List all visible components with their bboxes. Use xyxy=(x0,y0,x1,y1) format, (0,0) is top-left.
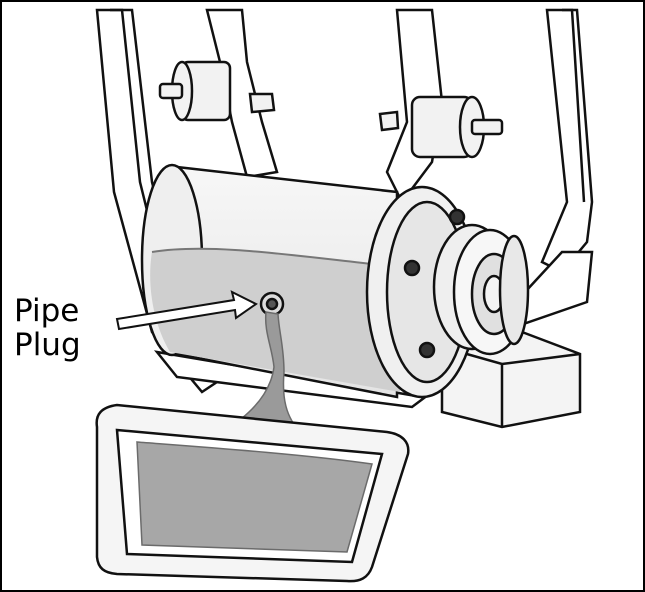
pipe-plug-label: Pipe Plug xyxy=(14,294,81,362)
callout-line-1: Pipe xyxy=(14,293,80,329)
pulley xyxy=(432,223,530,356)
callout-arrow xyxy=(115,290,258,331)
shaft-bosses xyxy=(158,60,504,159)
pipe-plug xyxy=(259,291,285,317)
callout-line-2: Plug xyxy=(14,327,81,363)
drained-oil xyxy=(136,441,373,553)
drain-pan xyxy=(95,403,410,583)
